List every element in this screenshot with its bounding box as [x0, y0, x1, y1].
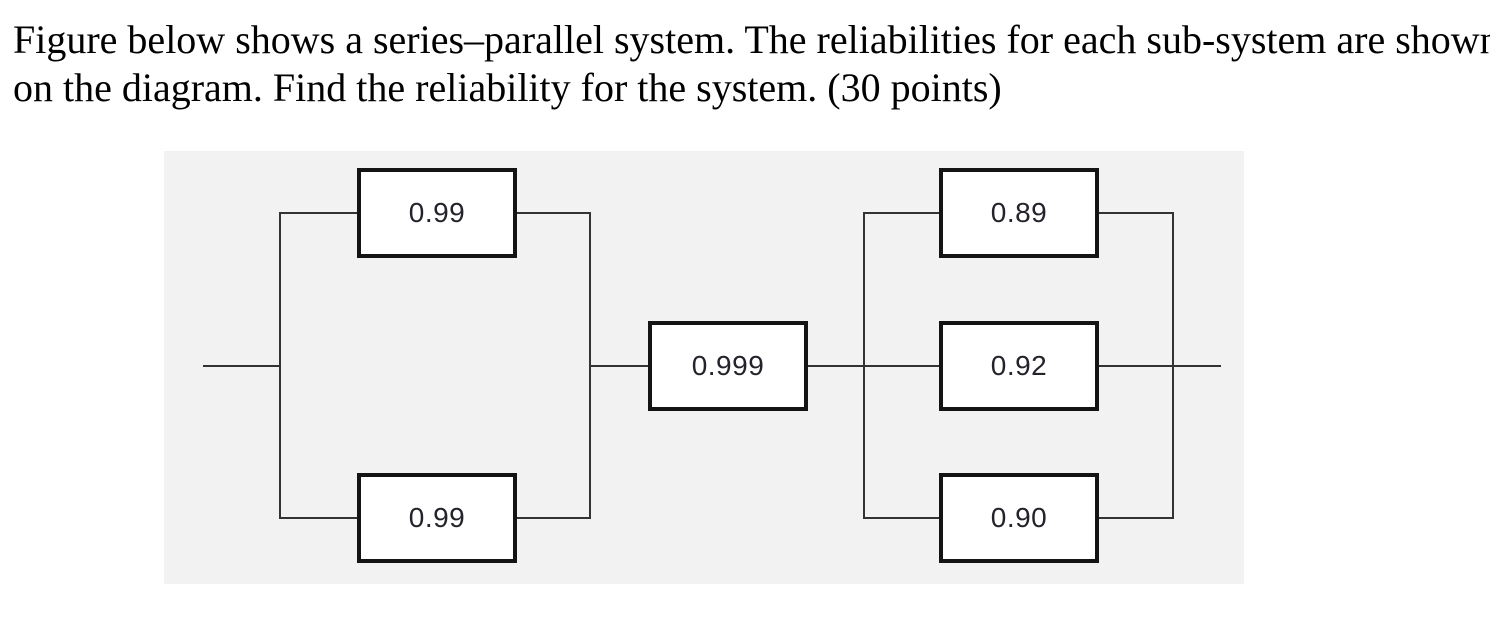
connector-line — [1099, 365, 1173, 367]
reliability-value: 0.99 — [408, 502, 466, 533]
reliability-value: 0.999 — [691, 350, 765, 381]
connector-line — [590, 365, 648, 367]
connector-line — [808, 365, 864, 367]
connector-line — [517, 212, 590, 214]
connector-line — [1099, 212, 1173, 214]
connector-line — [864, 212, 939, 214]
problem-text-line-1: Figure below shows a series–parallel sys… — [13, 17, 1490, 62]
reliability-block-right-middle: 0.92 — [939, 321, 1099, 411]
problem-statement: Figure below shows a series–parallel sys… — [13, 16, 1490, 112]
parallel-split-rail-left — [279, 212, 281, 519]
reliability-block-right-bottom: 0.90 — [939, 473, 1099, 563]
parallel-join-rail-left — [589, 212, 591, 519]
connector-line — [280, 212, 357, 214]
output-line — [1173, 365, 1221, 367]
connector-line — [864, 517, 939, 519]
reliability-value: 0.99 — [408, 197, 466, 228]
reliability-block-right-top: 0.89 — [939, 168, 1099, 258]
reliability-value: 0.92 — [990, 350, 1048, 381]
reliability-block-middle: 0.999 — [648, 321, 808, 411]
input-line — [203, 365, 280, 367]
problem-text-line-2: on the diagram. Find the reliability for… — [13, 65, 1002, 110]
parallel-split-rail-right — [863, 212, 865, 519]
connector-line — [1099, 517, 1173, 519]
diagram-panel: 0.99 0.99 0.999 0.89 0.92 0.90 — [164, 151, 1244, 584]
connector-line — [864, 365, 939, 367]
connector-line — [517, 517, 590, 519]
reliability-value: 0.90 — [990, 502, 1048, 533]
reliability-block-left-top: 0.99 — [357, 168, 517, 258]
parallel-join-rail-right — [1172, 212, 1174, 519]
connector-line — [280, 517, 357, 519]
reliability-block-left-bottom: 0.99 — [357, 473, 517, 563]
reliability-value: 0.89 — [990, 197, 1048, 228]
